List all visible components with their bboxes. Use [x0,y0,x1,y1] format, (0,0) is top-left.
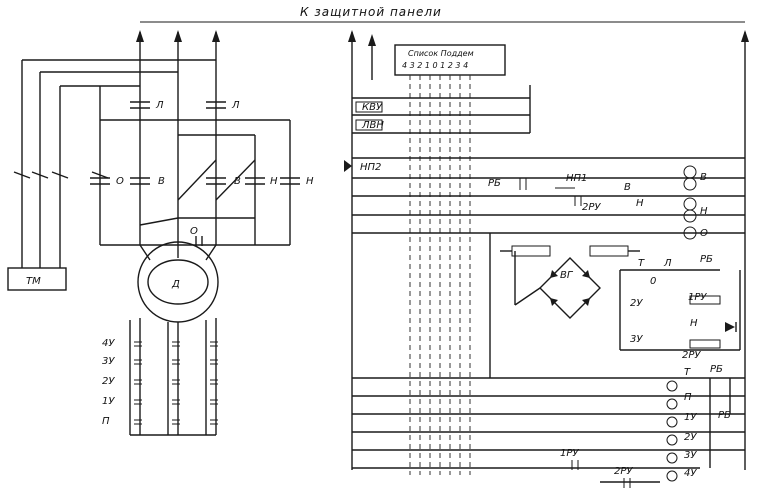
coil-v: В [683,165,707,191]
1u-low-label: 1У [684,412,697,423]
control-circuit: Список Поддем 4 3 2 1 0 1 2 3 4 [344,30,749,488]
1ru-label: 1РУ [688,292,707,303]
t-ctrl-label: Т [638,258,645,269]
n-ctrl-label: Н [690,318,698,329]
rb-1-label: РБ [488,178,501,189]
tm-label: ТМ [26,276,41,287]
o-ctrl-label: 0 [650,276,656,287]
spec-line-1: Список Поддем [408,49,474,58]
n-top-label: Н [636,198,644,209]
spec-line-2: 4 3 2 1 0 1 2 3 4 [402,61,468,70]
coil-n-label: Н [700,206,708,217]
controller-dashed-columns [409,75,471,475]
3u-low-label: 3У [684,450,697,461]
o-contact-label: О [116,176,124,187]
coil-n: Н [683,197,708,223]
title: К защитной панели [300,5,442,19]
power-circuit: ТМ Л Л О В В Н Н [7,30,314,436]
resistor-4u-label: 4У [102,338,115,349]
vg-label: ВГ [560,270,574,281]
motor-label: Д [171,279,180,290]
l-ctrl-label: Л [663,258,672,269]
kvu-label: КВУ [362,102,383,113]
coil-o: О [683,226,708,240]
t-low-label: Т [684,367,691,378]
rb-3-label: РБ [710,364,723,375]
np2-label: НП2 [360,162,381,173]
coil-v-label: В [700,172,707,183]
rb-4-label: РБ [718,410,731,421]
resistor-2u-label: 2У [102,376,115,387]
np1-label: НП1 [566,173,587,184]
4u-low-label: 4У [684,468,697,479]
coil-o-label: О [700,228,708,239]
3u-label: 3У [630,334,643,345]
v-contact-1-label: В [158,176,165,187]
v-top-label: В [624,182,631,193]
2ru-top-label: 2РУ [582,202,601,213]
tm-block [7,267,67,291]
o-motor-contact-label: О [190,226,198,237]
p-low-label: П [684,392,692,403]
resistor-3u-label: 3У [102,356,115,367]
l-contact-2-label: Л [231,100,240,111]
v-contact-2-label: В [234,176,241,187]
2u-label: 2У [630,298,643,309]
vg-bridge [539,257,601,319]
l-contact-1-label: Л [155,100,164,111]
motor-inner [147,259,209,305]
lvn-label: ЛВН [361,120,384,131]
resistor-1u-label: 1У [102,396,115,407]
rb-2-label: РБ [700,254,713,265]
2ru-mid-label: 2РУ [682,350,701,361]
rotor-contacts [134,341,218,425]
2u-low-label: 2У [684,432,697,443]
2ru-low-label: 2РУ [614,466,633,477]
n-contact-1-label: Н [270,176,278,187]
1ru-low-label: 1РУ [560,448,579,459]
control-rungs [352,85,745,469]
resistor-p-label: П [102,416,110,427]
n-contact-2-label: Н [306,176,314,187]
supply-arrows [136,30,220,245]
